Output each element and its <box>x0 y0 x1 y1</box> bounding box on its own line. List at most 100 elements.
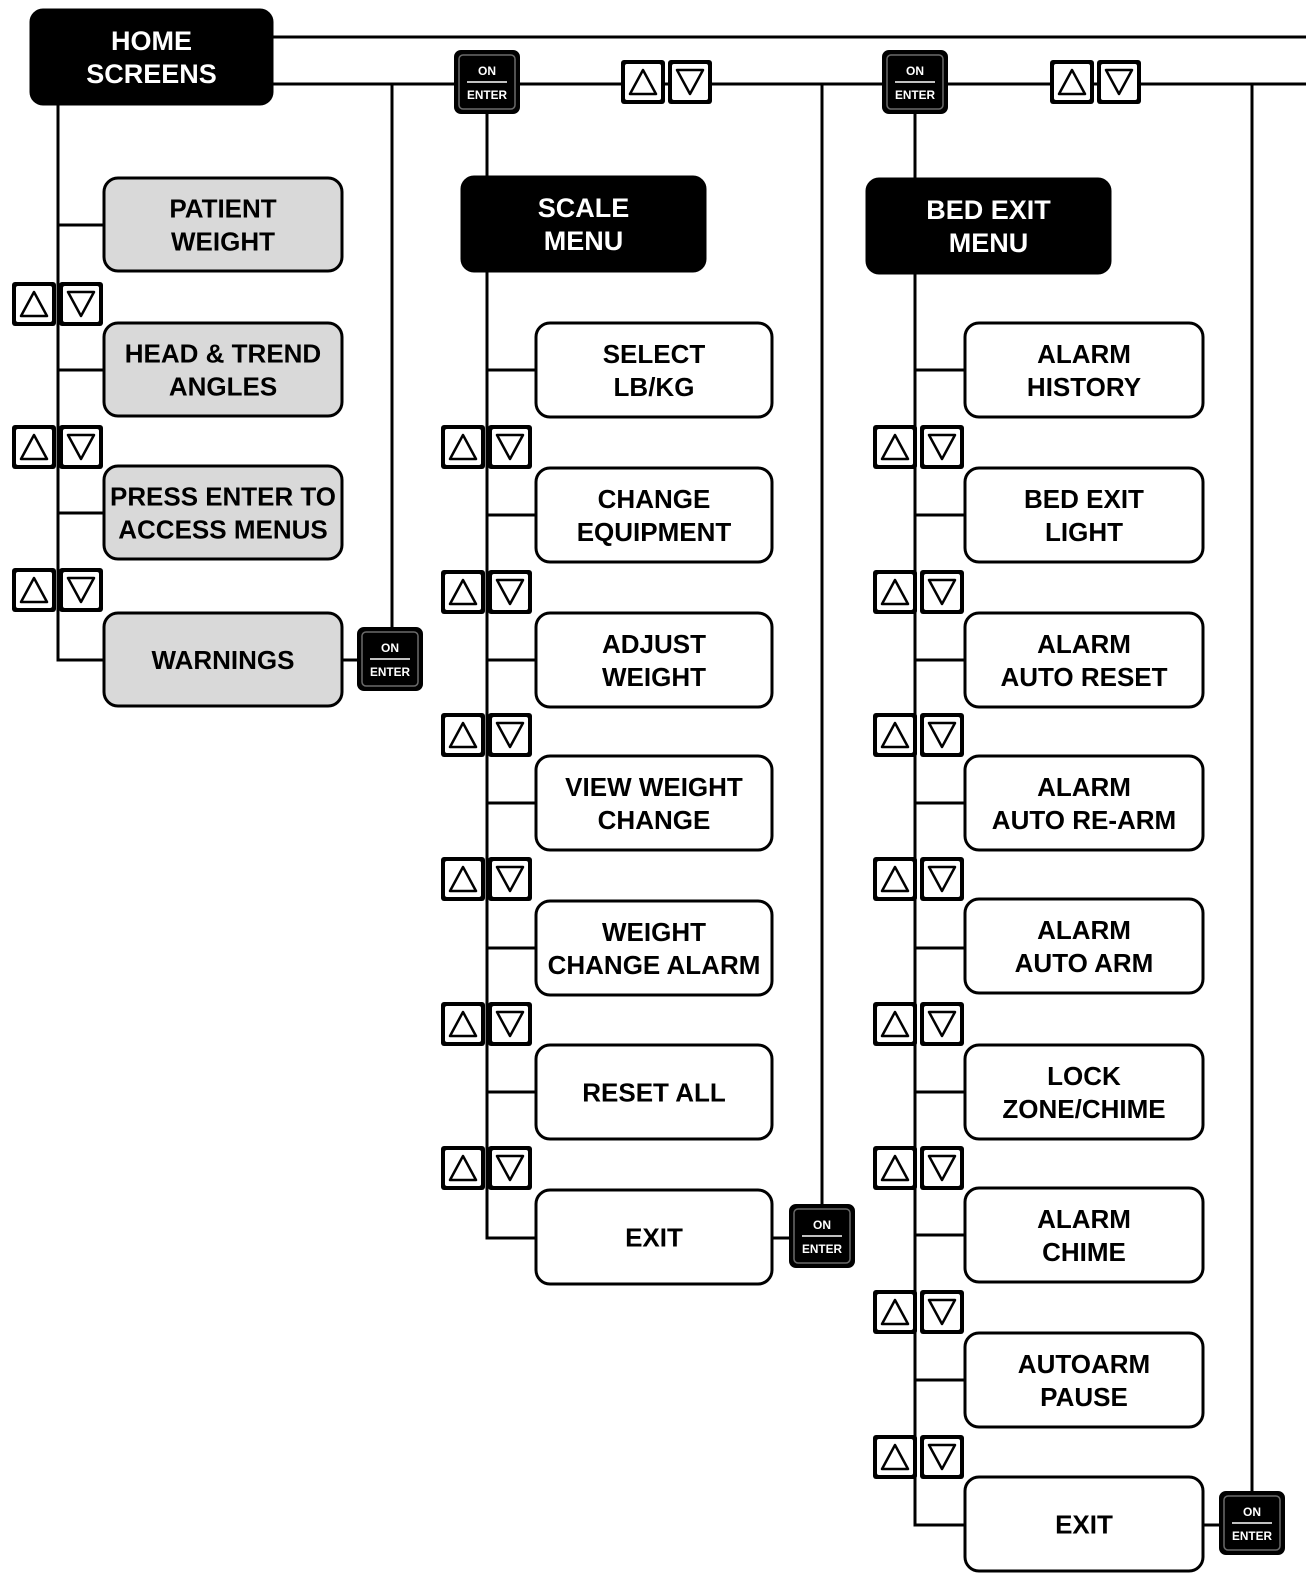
home-screen-item[interactable]: WARNINGS <box>102 611 344 708</box>
down-arrow-glyph <box>495 1154 525 1182</box>
scale-menu-item[interactable]: EXIT <box>534 1188 774 1286</box>
down-arrow-key-icon[interactable] <box>488 425 532 469</box>
up-arrow-glyph <box>880 433 910 461</box>
up-down-arrow-keys[interactable] <box>12 425 103 469</box>
down-arrow-key-face <box>924 429 960 465</box>
down-arrow-key-icon[interactable] <box>920 425 964 469</box>
up-arrow-key-icon[interactable] <box>441 570 485 614</box>
up-down-arrow-keys[interactable] <box>873 570 964 614</box>
up-arrow-key-icon[interactable] <box>441 857 485 901</box>
up-down-arrow-keys[interactable] <box>441 713 532 757</box>
up-down-arrow-keys[interactable] <box>441 1002 532 1046</box>
down-arrow-key-icon[interactable] <box>920 1290 964 1334</box>
up-arrow-key-icon[interactable] <box>441 425 485 469</box>
up-down-arrow-keys[interactable] <box>12 568 103 612</box>
up-down-arrow-keys[interactable] <box>12 282 103 326</box>
up-arrow-key-face <box>445 1150 481 1186</box>
up-arrow-key-icon[interactable] <box>12 425 56 469</box>
down-arrow-glyph <box>495 721 525 749</box>
down-arrow-key-icon[interactable] <box>920 1435 964 1479</box>
up-down-arrow-keys[interactable] <box>873 425 964 469</box>
up-arrow-key-icon[interactable] <box>441 1002 485 1046</box>
on-enter-key-bevel <box>458 54 516 110</box>
down-arrow-key-icon[interactable] <box>59 425 103 469</box>
up-down-arrow-keys[interactable] <box>873 713 964 757</box>
up-down-arrow-keys[interactable] <box>621 60 712 104</box>
scale-menu-item-label: WEIGHT <box>602 662 706 692</box>
up-down-arrow-keys[interactable] <box>873 1146 964 1190</box>
down-arrow-key-face <box>1101 64 1137 100</box>
up-down-arrow-keys[interactable] <box>441 570 532 614</box>
up-arrow-key-icon[interactable] <box>12 568 56 612</box>
up-arrow-key-icon[interactable] <box>441 713 485 757</box>
up-arrow-key-icon[interactable] <box>441 1146 485 1190</box>
up-arrow-key-icon[interactable] <box>873 1002 917 1046</box>
bed-exit-menu-item[interactable]: EXIT <box>963 1475 1205 1573</box>
down-arrow-key-icon[interactable] <box>488 1146 532 1190</box>
down-arrow-key-icon[interactable] <box>1097 60 1141 104</box>
down-arrow-key-icon[interactable] <box>488 570 532 614</box>
down-arrow-key-icon[interactable] <box>488 857 532 901</box>
up-arrow-key-icon[interactable] <box>873 1146 917 1190</box>
down-arrow-key-icon[interactable] <box>920 570 964 614</box>
down-arrow-key-icon[interactable] <box>59 282 103 326</box>
down-arrow-key-icon[interactable] <box>920 857 964 901</box>
down-arrow-key-icon[interactable] <box>668 60 712 104</box>
up-arrow-key-icon[interactable] <box>873 570 917 614</box>
on-enter-key-bottom-label: ENTER <box>370 665 410 679</box>
up-down-arrow-keys[interactable] <box>441 1146 532 1190</box>
down-arrow-key-icon[interactable] <box>488 713 532 757</box>
up-arrow-key-icon[interactable] <box>873 857 917 901</box>
up-down-arrow-keys[interactable] <box>873 857 964 901</box>
up-arrow-key-icon[interactable] <box>873 1290 917 1334</box>
down-arrow-key-icon[interactable] <box>920 1146 964 1190</box>
up-arrow-key-icon[interactable] <box>621 60 665 104</box>
up-arrow-key-icon[interactable] <box>873 713 917 757</box>
down-arrow-key-icon[interactable] <box>920 713 964 757</box>
up-arrow-key-face <box>445 574 481 610</box>
down-arrow-glyph <box>66 433 96 461</box>
down-arrow-key-icon[interactable] <box>920 1002 964 1046</box>
down-arrow-key-icon[interactable] <box>488 1002 532 1046</box>
up-arrow-key-icon[interactable] <box>873 1435 917 1479</box>
bed-exit-menu-item-label: AUTO RESET <box>1000 662 1167 692</box>
up-arrow-key-icon[interactable] <box>873 425 917 469</box>
up-arrow-glyph <box>448 433 478 461</box>
up-down-arrow-keys[interactable] <box>1050 60 1141 104</box>
scale-menu-item[interactable]: RESET ALL <box>534 1043 774 1141</box>
up-down-arrow-keys[interactable] <box>873 1290 964 1334</box>
up-arrow-key-face <box>877 1439 913 1475</box>
up-down-arrow-keys[interactable] <box>873 1002 964 1046</box>
up-arrow-key-icon[interactable] <box>1050 60 1094 104</box>
up-down-arrow-keys[interactable] <box>441 425 532 469</box>
up-down-arrow-keys[interactable] <box>873 1435 964 1479</box>
up-down-arrow-keys[interactable] <box>441 857 532 901</box>
down-arrow-key-icon[interactable] <box>59 568 103 612</box>
home-screen-item-frame <box>102 464 344 561</box>
up-arrow-key-icon[interactable] <box>12 282 56 326</box>
